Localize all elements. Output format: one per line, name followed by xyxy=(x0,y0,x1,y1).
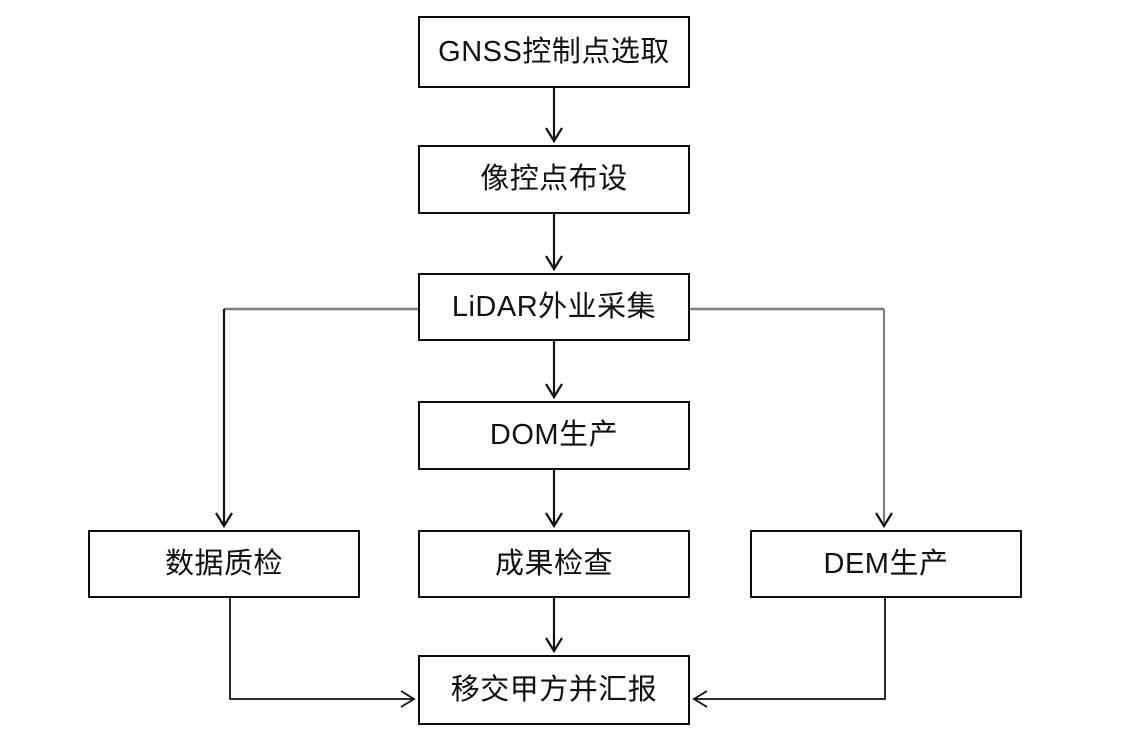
node-result-check[interactable]: 成果检查 xyxy=(418,530,690,598)
edge-result-to-handover xyxy=(545,598,563,654)
edge-lidar-to-quality xyxy=(215,307,418,529)
node-label: 移交甲方并汇报 xyxy=(450,673,658,706)
node-label: 成果检查 xyxy=(494,547,613,580)
edge-quality-to-handover xyxy=(229,598,416,708)
node-data-quality-inspection[interactable]: 数据质检 xyxy=(88,530,360,598)
node-label: 数据质检 xyxy=(164,547,283,580)
node-lidar-field-collection[interactable]: LiDAR外业采集 xyxy=(418,273,690,341)
edge-dem-to-handover xyxy=(692,598,886,708)
node-gnss-control-point-selection[interactable]: GNSS控制点选取 xyxy=(418,16,690,88)
node-label: DOM生产 xyxy=(489,419,619,451)
edge-xiangkong-to-lidar xyxy=(545,214,563,272)
edge-dom-to-result xyxy=(545,470,563,529)
node-handover-and-report[interactable]: 移交甲方并汇报 xyxy=(418,655,690,725)
node-label: LiDAR外业采集 xyxy=(451,290,657,323)
node-label: GNSS控制点选取 xyxy=(438,35,670,68)
edge-gnss-to-xiangkong xyxy=(545,88,563,144)
node-label: DEM生产 xyxy=(823,547,949,580)
node-image-control-point-layout[interactable]: 像控点布设 xyxy=(418,145,690,214)
edge-lidar-to-dem xyxy=(690,307,893,529)
node-label: 像控点布设 xyxy=(480,163,628,195)
node-dom-production[interactable]: DOM生产 xyxy=(418,401,690,470)
node-dem-production[interactable]: DEM生产 xyxy=(750,530,1022,598)
edge-lidar-to-dom xyxy=(545,341,563,400)
